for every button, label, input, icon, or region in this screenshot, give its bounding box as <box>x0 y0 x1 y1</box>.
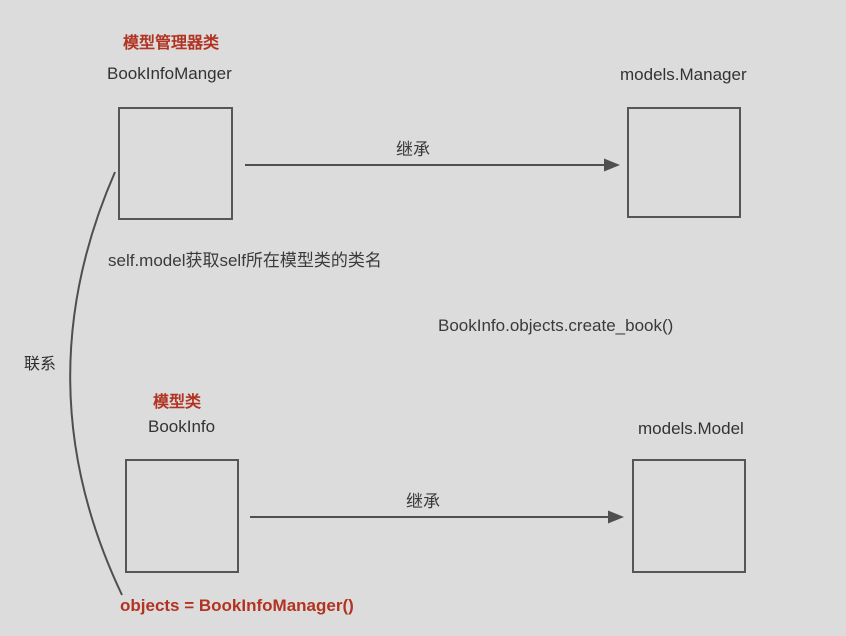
relation-curve <box>69 171 123 596</box>
bottom-section-heading: 模型类 <box>153 394 202 411</box>
inheritance-label-top: 继承 <box>396 140 430 159</box>
self-model-note: self.model获取self所在模型类的类名 <box>108 251 382 270</box>
create-book-note: BookInfo.objects.create_book() <box>438 316 674 335</box>
inheritance-arrow-bottom <box>250 510 624 524</box>
models-manager-box <box>627 107 741 218</box>
inheritance-arrow-top <box>245 158 620 172</box>
bookinfomanger-box <box>118 107 233 220</box>
bookinfo-box <box>125 459 239 573</box>
relation-label: 联系 <box>24 356 57 373</box>
models-model-box <box>632 459 746 573</box>
models-model-label: models.Model <box>638 419 744 438</box>
bookinfo-label: BookInfo <box>148 417 216 436</box>
top-section-heading: 模型管理器类 <box>123 35 220 52</box>
models-manager-label: models.Manager <box>620 65 747 84</box>
arrowhead-icon <box>608 510 624 524</box>
bookinfomanger-label: BookInfoManger <box>107 64 232 83</box>
arrowhead-icon <box>604 158 620 172</box>
inheritance-label-bottom: 继承 <box>406 492 440 511</box>
objects-annotation: objects = BookInfoManager() <box>120 596 354 615</box>
